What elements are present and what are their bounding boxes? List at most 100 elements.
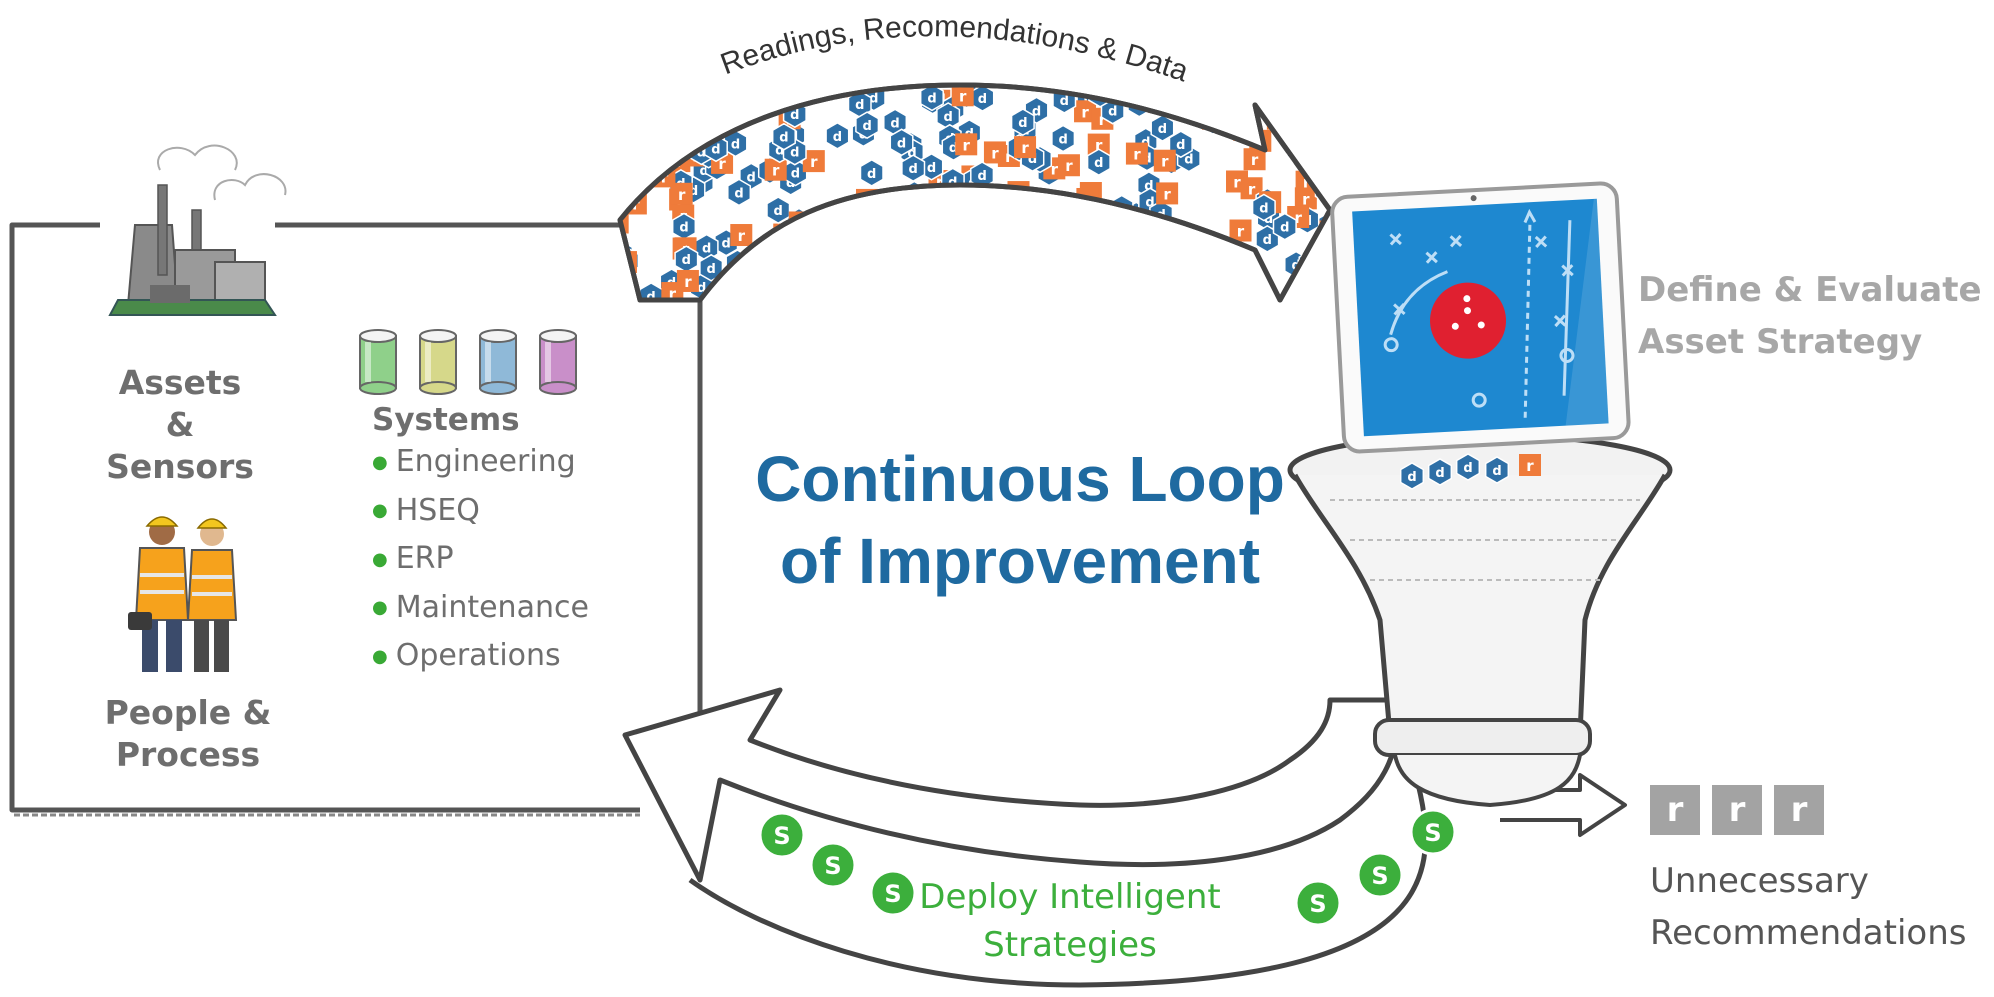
recommendation-token: r (1172, 231, 1195, 254)
data-token: d (829, 256, 854, 285)
recommendation-token: r (1229, 219, 1252, 242)
svg-text:r: r (1209, 266, 1217, 284)
bullet-icon: ● (372, 500, 388, 521)
svg-text:d: d (774, 204, 783, 219)
svg-text:d: d (1032, 104, 1041, 119)
svg-text:d: d (855, 98, 864, 113)
data-token: d (1169, 276, 1194, 300)
data-token: d (1144, 274, 1169, 300)
svg-text:d: d (1145, 195, 1154, 210)
left-frame (9, 222, 703, 817)
svg-text:r: r (718, 155, 726, 173)
svg-text:d: d (1121, 252, 1130, 267)
systems-block: Systems ●Engineering●HSEQ●ERP●Maintenanc… (372, 402, 589, 681)
unnecessary-label-line1: Unnecessary (1650, 861, 1869, 901)
recommendation-token: r (1014, 136, 1037, 159)
system-databases (359, 329, 577, 395)
svg-text:r: r (684, 273, 692, 291)
svg-text:d: d (862, 119, 871, 134)
data-token: d (1152, 249, 1177, 277)
svg-text:d: d (1178, 238, 1187, 253)
svg-text:r: r (1163, 185, 1171, 203)
svg-text:d: d (869, 92, 878, 107)
bullet-icon: ● (372, 548, 388, 570)
recommendation-token: r (1087, 133, 1110, 156)
svg-text:r: r (1180, 235, 1188, 253)
svg-text:d: d (783, 240, 792, 255)
svg-text:r: r (1021, 139, 1029, 157)
data-token: d (661, 85, 686, 99)
data-token: d (699, 253, 724, 282)
data-token: d (994, 221, 1019, 250)
data-token: d (859, 159, 884, 187)
svg-text:d: d (890, 116, 899, 131)
svg-text:r: r (1022, 282, 1030, 300)
arc-label: Readings, Recomendations & Data (716, 10, 1192, 88)
unnecessary-recommendations-label: Unnecessary Recommendations (1650, 855, 1966, 959)
svg-text:d: d (610, 186, 619, 201)
svg-text:d: d (819, 216, 828, 231)
svg-text:d: d (907, 146, 916, 161)
svg-text:d: d (927, 161, 936, 176)
svg-text:r: r (1237, 223, 1245, 241)
assets-sensors-label: Assets & Sensors (100, 362, 260, 488)
recommendation-token: r (1287, 85, 1310, 92)
data-token: d (889, 128, 914, 157)
svg-text:r: r (1099, 286, 1107, 304)
svg-text:d: d (944, 110, 953, 125)
workers-illustration (128, 516, 238, 672)
svg-text:d: d (1150, 266, 1159, 281)
svg-text:d: d (821, 236, 830, 251)
svg-text:d: d (1249, 292, 1258, 307)
data-token: d (1143, 258, 1168, 286)
data-token: d (934, 184, 959, 213)
database-cylinder-icon (539, 329, 577, 395)
data-token: d (1208, 285, 1233, 300)
define-evaluate-label: Define & Evaluate Asset Strategy (1638, 264, 1982, 368)
svg-text:r: r (1209, 111, 1217, 129)
svg-text:d: d (775, 143, 784, 158)
svg-text:d: d (707, 77, 716, 92)
data-token: d (620, 112, 630, 141)
svg-text:r: r (1119, 297, 1127, 315)
data-token: d (1484, 456, 1510, 484)
recommendation-token: r (771, 239, 794, 262)
data-token: d (940, 167, 965, 196)
svg-text:d: d (1152, 282, 1161, 297)
svg-text:r: r (810, 153, 818, 171)
recommendation-token: r (951, 85, 974, 107)
svg-text:r: r (738, 227, 746, 245)
svg-text:d: d (977, 169, 986, 184)
data-token: d (858, 217, 883, 246)
recommendation-token: r (670, 182, 693, 205)
svg-text:d: d (1010, 224, 1019, 239)
data-token: d (1086, 148, 1111, 177)
svg-text:d: d (672, 112, 681, 127)
r-box: r (1774, 785, 1824, 835)
recommendation-token: r (1057, 154, 1080, 177)
svg-text:d: d (651, 133, 660, 148)
svg-text:d: d (930, 277, 939, 292)
svg-text:r: r (943, 271, 951, 289)
recommendation-token: r (1014, 279, 1037, 300)
svg-text:d: d (1177, 284, 1186, 299)
data-token: d (717, 277, 742, 300)
data-token: d (620, 291, 630, 300)
recommendation-token: r (1108, 245, 1131, 268)
data-token: d (966, 249, 991, 278)
unnecessary-label-line2: Recommendations (1650, 913, 1967, 953)
svg-text:d: d (682, 253, 691, 268)
recommendation-token: r (1125, 142, 1148, 165)
data-token: d (1113, 243, 1138, 272)
svg-text:r: r (1526, 457, 1534, 475)
systems-item: ●HSEQ (372, 487, 589, 536)
deploy-label-line1: Deploy Intelligent (919, 877, 1221, 917)
data-token: d (1008, 228, 1033, 257)
svg-text:r: r (1116, 248, 1124, 266)
svg-text:r: r (1233, 173, 1241, 191)
data-token: d (1314, 176, 1330, 204)
svg-text:d: d (970, 282, 979, 297)
